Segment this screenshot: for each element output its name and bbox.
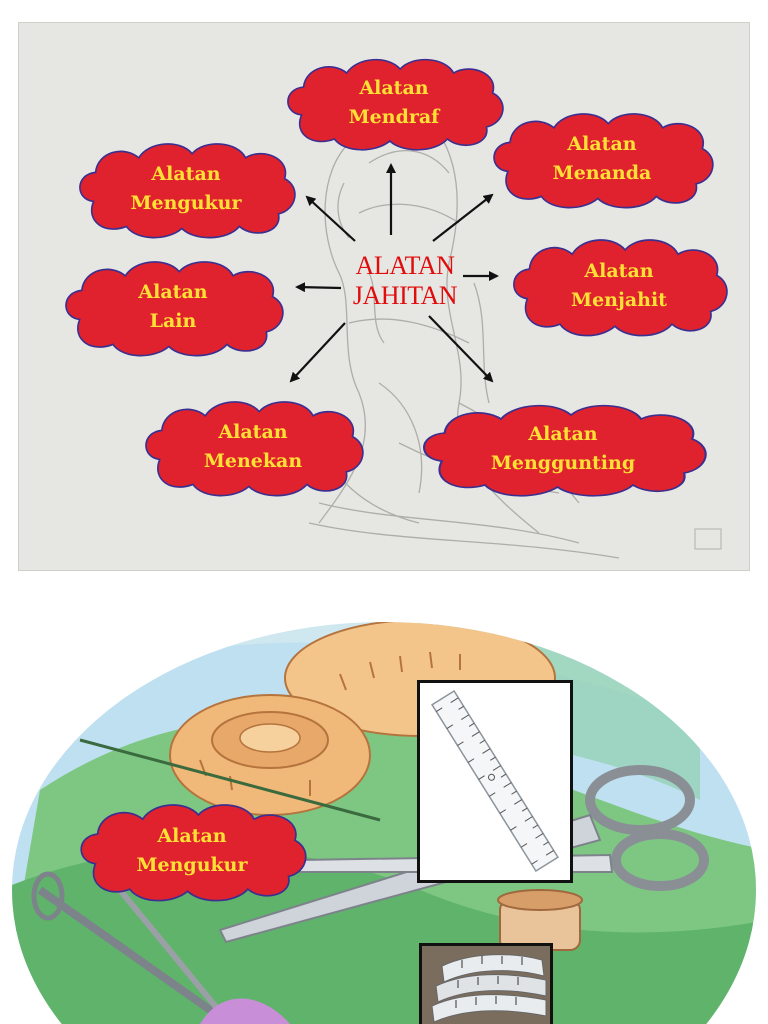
cloud-shape-icon bbox=[423, 404, 707, 497]
tape-measure-icon bbox=[422, 946, 550, 1024]
measuring-tools-slide: Alatan Mengukur bbox=[0, 590, 768, 1024]
cloud-line2: Menekan bbox=[203, 450, 303, 472]
cloud-line1: Alatan bbox=[584, 260, 654, 282]
tape-measure-photo-frame bbox=[419, 943, 553, 1024]
cloud-shape-icon bbox=[513, 239, 728, 337]
cloud-alatan-lain: Alatan Lain bbox=[59, 255, 287, 359]
ruler-icon bbox=[431, 689, 559, 873]
cloud-line1: Alatan bbox=[157, 825, 227, 847]
sewing-tools-clipart-background bbox=[12, 622, 756, 1024]
cloud-alatan-menjahit: Alatan Menjahit bbox=[507, 233, 731, 339]
cloud-line2: Mengukur bbox=[136, 854, 248, 876]
cloud-shape-icon bbox=[80, 804, 307, 902]
cloud-alatan-menekan: Alatan Menekan bbox=[139, 395, 367, 499]
cloud-shape-icon bbox=[287, 58, 504, 151]
cloud-line2: Menggunting bbox=[490, 452, 636, 474]
cloud-line1: Alatan bbox=[359, 77, 429, 99]
cloud-line1: Alatan bbox=[218, 421, 288, 443]
center-topic-label: ALATAN JAHITAN bbox=[341, 251, 469, 311]
cloud-line1: Alatan bbox=[528, 423, 598, 445]
sewing-sketch-illustration bbox=[308, 132, 722, 559]
cloud-alatan-mengukur: Alatan Mengukur bbox=[73, 137, 299, 241]
cloud-line1: Alatan bbox=[138, 281, 208, 303]
center-topic-line2: JAHITAN bbox=[352, 281, 458, 310]
cloud-alatan-mengukur-slide2: Alatan Mengukur bbox=[74, 798, 310, 904]
cloud-shape-icon bbox=[145, 401, 364, 497]
ruler-photo-frame bbox=[417, 680, 573, 883]
cloud-alatan-menggunting: Alatan Menggunting bbox=[415, 399, 711, 499]
cloud-line2: Menjahit bbox=[571, 289, 667, 311]
cloud-line1: Alatan bbox=[151, 163, 221, 185]
cloud-alatan-mendraf: Alatan Mendraf bbox=[281, 53, 507, 153]
cloud-shape-icon bbox=[493, 113, 714, 209]
mind-map-slide: ALATAN JAHITAN Alatan Mendraf Alatan Men… bbox=[18, 22, 750, 571]
cloud-line2: Mendraf bbox=[348, 106, 440, 128]
cloud-shape-icon bbox=[79, 143, 296, 239]
cloud-shape-icon bbox=[65, 261, 284, 357]
cloud-line2: Lain bbox=[149, 310, 197, 332]
center-topic-line1: ALATAN bbox=[355, 251, 455, 280]
cloud-line2: Mengukur bbox=[130, 192, 242, 214]
mind-map-arrows bbox=[289, 163, 499, 383]
cloud-line2: Menanda bbox=[552, 162, 652, 184]
cloud-line1: Alatan bbox=[567, 133, 637, 155]
cloud-alatan-menanda: Alatan Menanda bbox=[487, 107, 717, 211]
